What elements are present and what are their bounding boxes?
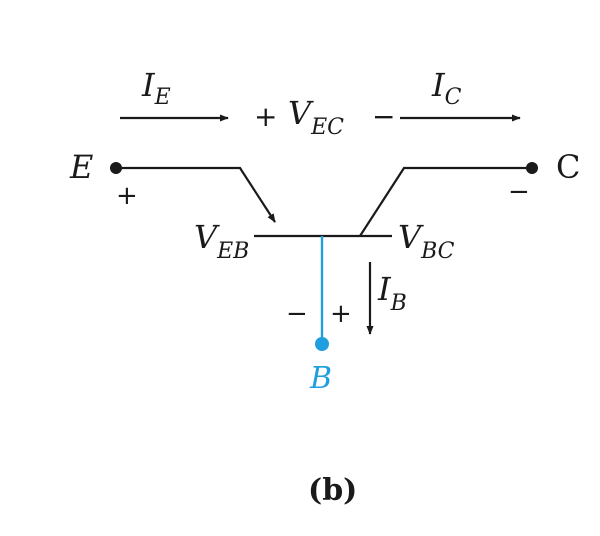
ie-label: IE [141,66,171,110]
base-terminal [315,337,329,351]
vbc-label-sub: BC [420,239,455,264]
collector-wire [359,166,532,237]
ic-label: IC [431,66,462,110]
vbc-label: VBC [398,218,455,264]
ic-label-sub: C [445,85,462,110]
veb-label: VEB [194,218,249,264]
figure-caption: (b) [308,473,357,508]
ib-label: IB [377,270,407,316]
ie-label-main: I [141,66,156,104]
vec-minus: − [372,100,395,133]
collector-minus: − [508,177,530,207]
emitter-plus: + [116,181,138,211]
veb-label-sub: EB [216,239,249,264]
base-plus: + [330,299,352,329]
ie-label-sub: E [154,85,171,110]
veb-label-main: V [194,218,220,256]
ib-label-main: I [377,270,392,308]
vec-label: VEC [288,94,344,140]
vec-label-sub: EC [310,115,344,140]
vec-label-main: V [288,94,314,132]
ic-label-main: I [431,66,446,104]
collector-label: C [556,148,580,186]
base-label: B [309,361,332,396]
emitter-wire [116,166,276,223]
vec-plus: + [254,100,277,133]
emitter-label: E [69,148,93,186]
ib-label-sub: B [390,291,407,316]
vbc-label-main: V [398,218,424,256]
base-minus: − [286,299,308,329]
